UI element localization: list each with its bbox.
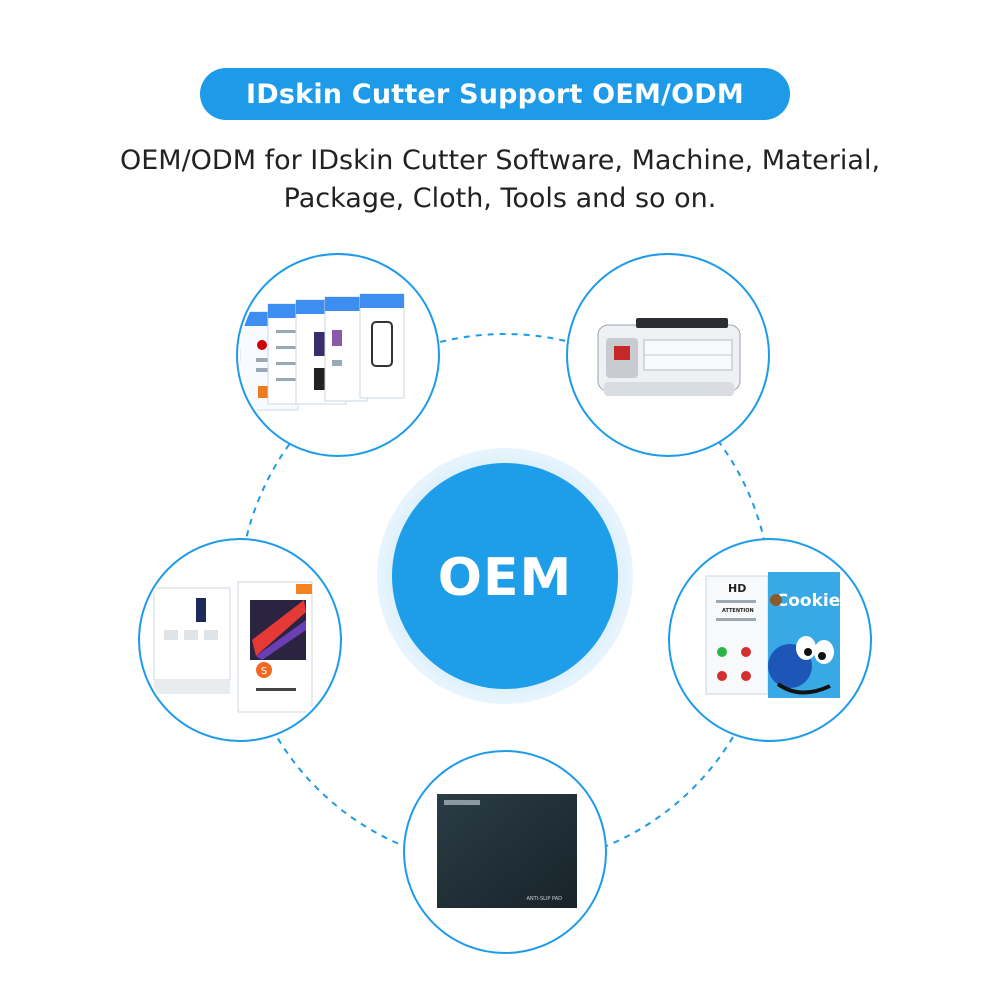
banner-title: IDskin Cutter Support OEM/ODM bbox=[246, 78, 744, 110]
material-hd-label: HD bbox=[728, 582, 746, 595]
subtitle: OEM/ODM for IDskin Cutter Software, Mach… bbox=[40, 142, 960, 218]
material-instruction-card: HD ATTENTION bbox=[705, 575, 769, 695]
subtitle-line-1: OEM/ODM for IDskin Cutter Software, Mach… bbox=[119, 145, 881, 176]
center-oem-label: OEM bbox=[437, 548, 573, 608]
material-brand-text: Cookie bbox=[776, 591, 841, 611]
package-badge-text: S bbox=[261, 666, 267, 677]
cloth-pad-label: ANTI-SLIP PAD bbox=[527, 896, 563, 902]
app-screen-5 bbox=[359, 293, 405, 399]
software-node bbox=[236, 253, 440, 457]
package-box-left bbox=[153, 587, 231, 694]
machine-node bbox=[566, 253, 770, 457]
cloth-node: ANTI-SLIP PAD bbox=[403, 750, 607, 954]
package-box-right: S bbox=[237, 581, 313, 713]
package-node: S bbox=[138, 538, 342, 742]
title-banner: IDskin Cutter Support OEM/ODM bbox=[200, 68, 790, 120]
material-attention-label: ATTENTION bbox=[722, 608, 754, 614]
material-node: HD ATTENTION Cookie bbox=[668, 538, 872, 742]
anti-slip-pad-image: ANTI-SLIP PAD bbox=[437, 794, 577, 908]
center-circle bbox=[392, 463, 618, 689]
subtitle-line-2: Package, Cloth, Tools and so on. bbox=[283, 183, 717, 214]
cutter-machine-image bbox=[597, 318, 741, 396]
material-cookie-sheet: Cookie bbox=[768, 572, 840, 698]
